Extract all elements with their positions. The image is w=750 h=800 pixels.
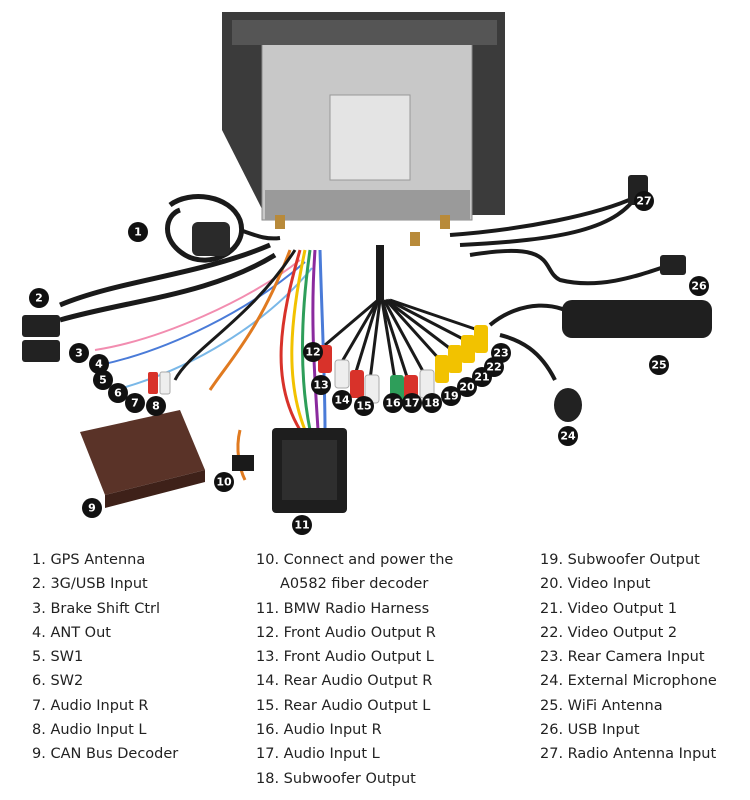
svg-text:2: 2 (35, 292, 43, 305)
svg-text:7: 7 (131, 397, 139, 410)
legend-item: 9. CAN Bus Decoder (32, 746, 179, 763)
svg-text:24: 24 (560, 430, 576, 443)
legend-item: 17. Audio Input L (256, 746, 380, 763)
legend-item: 10. Connect and power the (256, 552, 454, 568)
legend-item: 16. Audio Input R (256, 722, 382, 739)
svg-text:14: 14 (334, 394, 350, 407)
wiring-diagram: 1 2 3 4 5 6 7 8 9 10 11 12 13 14 15 16 1… (22, 12, 712, 535)
legend-item: 11. BMW Radio Harness (256, 600, 430, 617)
legend-item: 6. SW2 (32, 673, 84, 690)
legend-item: 22. Video Output 2 (540, 624, 678, 641)
wifi-antenna (562, 300, 712, 338)
can-decoder-box (80, 410, 205, 508)
callout-7: 7 (125, 393, 145, 413)
callout-17: 17 (402, 393, 422, 413)
usb-input-plug (660, 255, 686, 275)
callout-19: 19 (441, 386, 461, 406)
svg-text:5: 5 (99, 374, 107, 387)
callout-12: 12 (303, 342, 323, 362)
legend-item: 27. Radio Antenna Input (540, 746, 717, 763)
svg-text:4: 4 (95, 358, 103, 371)
svg-text:1: 1 (134, 226, 142, 239)
legend-item: 14. Rear Audio Output R (256, 673, 433, 690)
svg-text:6: 6 (114, 387, 122, 400)
callout-13: 13 (311, 375, 331, 395)
callout-27: 27 (634, 191, 654, 211)
callout-4: 4 (89, 354, 109, 374)
svg-text:26: 26 (691, 280, 707, 293)
legend-item: 7. Audio Input R (32, 697, 149, 714)
legend-column-1: 1. GPS Antenna 2. 3G/USB Input 3. Brake … (32, 548, 178, 767)
callout-16: 16 (383, 393, 403, 413)
svg-text:10: 10 (216, 476, 232, 489)
legend-item: 12. Front Audio Output R (256, 624, 436, 641)
callout-2: 2 (29, 288, 49, 308)
svg-text:16: 16 (385, 397, 401, 410)
svg-text:3: 3 (75, 347, 83, 360)
legend-column-3: 19. Subwoofer Output 20. Video Input 21.… (540, 548, 717, 767)
legend-item: 23. Rear Camera Input (540, 649, 705, 666)
callout-6: 6 (108, 383, 128, 403)
svg-text:22: 22 (486, 361, 501, 374)
svg-text:20: 20 (459, 381, 475, 394)
callout-11: 11 (292, 515, 312, 535)
legend-item: 19. Subwoofer Output (540, 552, 700, 568)
svg-text:25: 25 (651, 359, 666, 372)
legend-item: 1. GPS Antenna (32, 552, 146, 568)
svg-text:17: 17 (404, 397, 419, 410)
svg-text:12: 12 (305, 346, 320, 359)
legend-item: 13. Front Audio Output L (256, 649, 434, 666)
legend-item: 8. Audio Input L (32, 722, 147, 739)
legend-item: 5. SW1 (32, 649, 84, 666)
svg-text:13: 13 (313, 379, 328, 392)
legend: 1. GPS Antenna 2. 3G/USB Input 3. Brake … (0, 548, 750, 798)
bmw-harness-plug (272, 428, 347, 513)
svg-text:9: 9 (88, 502, 96, 515)
callout-14: 14 (332, 390, 352, 410)
callout-8: 8 (146, 396, 166, 416)
svg-text:23: 23 (493, 347, 508, 360)
callout-10: 10 (214, 472, 234, 492)
svg-text:21: 21 (474, 371, 489, 384)
svg-text:15: 15 (356, 400, 371, 413)
legend-item: 20. Video Input (540, 576, 651, 593)
callout-24: 24 (558, 426, 578, 446)
legend-item: 4. ANT Out (32, 624, 111, 641)
legend-item: 21. Video Output 1 (540, 600, 678, 617)
callout-23: 23 (491, 343, 511, 363)
callout-20: 20 (457, 377, 477, 397)
rca-pair-left (148, 371, 171, 395)
rca-bundle (318, 245, 488, 404)
usb-cable-left (22, 242, 277, 362)
svg-text:8: 8 (152, 400, 160, 413)
two-pin-connector (232, 455, 254, 471)
legend-item: 2. 3G/USB Input (32, 576, 148, 593)
callout-1: 1 (128, 222, 148, 242)
legend-item: A0582 fiber decoder (280, 576, 429, 593)
svg-text:27: 27 (636, 195, 651, 208)
legend-item: 26. USB Input (540, 722, 640, 739)
legend-item: 3. Brake Shift Ctrl (32, 600, 161, 617)
callout-18: 18 (422, 393, 442, 413)
callout-15: 15 (354, 396, 374, 416)
head-unit (222, 12, 505, 246)
legend-item: 15. Rear Audio Output L (256, 697, 431, 714)
callout-3: 3 (69, 343, 89, 363)
legend-item: 25. WiFi Antenna (540, 697, 663, 714)
callout-5: 5 (93, 370, 113, 390)
svg-text:19: 19 (443, 390, 458, 403)
gps-antenna (165, 194, 281, 263)
external-microphone (554, 388, 582, 422)
legend-column-2: 10. Connect and power the A0582 fiber de… (256, 548, 453, 791)
callout-9: 9 (82, 498, 102, 518)
callout-26: 26 (689, 276, 709, 296)
svg-text:18: 18 (424, 397, 439, 410)
legend-item: 24. External Microphone (540, 673, 717, 690)
legend-item: 18. Subwoofer Output (256, 770, 416, 787)
svg-text:11: 11 (294, 519, 309, 532)
callout-25: 25 (649, 355, 669, 375)
